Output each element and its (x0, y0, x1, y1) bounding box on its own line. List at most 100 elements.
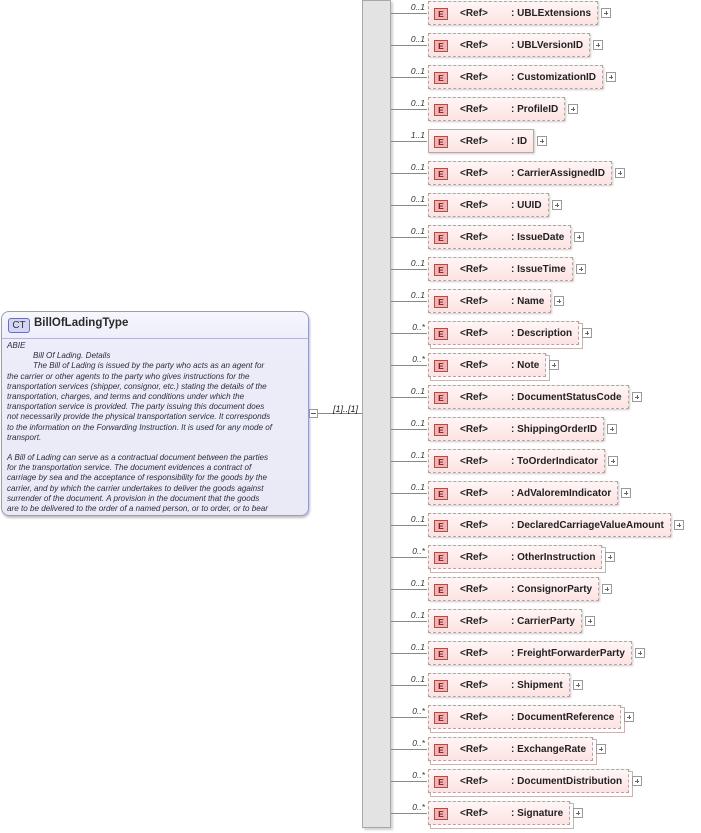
element-row: 0..*E<Ref>: Note (0, 353, 701, 377)
expand-toggle[interactable] (575, 264, 586, 274)
expand-toggle[interactable] (568, 104, 579, 114)
ref-label: <Ref> (460, 8, 488, 19)
element-name: : UUID (511, 200, 542, 211)
element-box[interactable]: E<Ref>: Description (428, 321, 580, 345)
expand-toggle[interactable] (605, 552, 616, 562)
ref-label: <Ref> (460, 552, 488, 563)
element-name: : IssueDate (511, 232, 565, 243)
element-occurrence: 0..1 (410, 386, 425, 396)
expand-toggle[interactable] (602, 584, 613, 594)
expand-toggle[interactable] (624, 712, 635, 722)
element-occurrence: 0..1 (410, 258, 425, 268)
element-box[interactable]: E<Ref>: OtherInstruction (428, 545, 603, 569)
branch-line (391, 141, 427, 142)
description-line: the carrier or other agents to the party… (7, 371, 250, 381)
element-box[interactable]: E<Ref>: ID (428, 129, 535, 153)
ref-label: <Ref> (460, 296, 488, 307)
expand-toggle[interactable] (621, 488, 632, 498)
description-line: carriage by sea and the acceptance of re… (7, 473, 268, 483)
collapse-toggle[interactable] (309, 409, 318, 418)
element-box[interactable]: E<Ref>: DocumentReference (428, 705, 622, 729)
element-box[interactable]: E<Ref>: UBLVersionID (428, 33, 591, 57)
element-box[interactable]: E<Ref>: DocumentStatusCode (428, 385, 629, 409)
ref-label: <Ref> (460, 680, 488, 691)
element-badge: E (434, 264, 448, 276)
expand-toggle[interactable] (673, 520, 684, 530)
expand-toggle[interactable] (614, 168, 625, 178)
expand-toggle[interactable] (573, 808, 584, 818)
element-box[interactable]: E<Ref>: DeclaredCarriageValueAmount (428, 513, 671, 537)
element-box[interactable]: E<Ref>: CarrierAssignedID (428, 161, 612, 185)
element-box[interactable]: E<Ref>: AdValoremIndicator (428, 481, 619, 505)
connector-line (309, 413, 362, 414)
branch-line (391, 813, 427, 814)
description-line: transport. (7, 432, 42, 442)
element-name: : ExchangeRate (511, 744, 587, 755)
element-occurrence: 0..* (412, 706, 425, 716)
element-box[interactable]: E<Ref>: ProfileID (428, 97, 566, 121)
expand-toggle[interactable] (582, 328, 593, 338)
expand-toggle[interactable] (631, 392, 642, 402)
expand-toggle[interactable] (634, 648, 645, 658)
expand-toggle[interactable] (549, 360, 560, 370)
expand-toggle[interactable] (601, 8, 612, 18)
element-box[interactable]: E<Ref>: ToOrderIndicator (428, 449, 606, 473)
branch-line (391, 397, 427, 398)
element-occurrence: 0..1 (410, 194, 425, 204)
element-occurrence: 0..1 (410, 418, 425, 428)
element-box[interactable]: E<Ref>: Name (428, 289, 552, 313)
element-box[interactable]: E<Ref>: DocumentDistribution (428, 769, 630, 793)
element-name: : Name (511, 296, 545, 307)
element-name: : DocumentReference (511, 712, 615, 723)
branch-line (391, 493, 427, 494)
expand-toggle[interactable] (607, 424, 618, 434)
expand-toggle[interactable] (572, 680, 583, 690)
ref-label: <Ref> (460, 488, 488, 499)
element-occurrence: 0..1 (410, 2, 425, 12)
expand-toggle[interactable] (632, 776, 643, 786)
complex-type-name: BillOfLadingType (34, 317, 129, 329)
element-row: 0..*E<Ref>: Signature (0, 801, 701, 825)
expand-toggle[interactable] (574, 232, 585, 242)
expand-toggle[interactable] (537, 136, 548, 146)
element-badge: E (434, 392, 448, 404)
element-badge: E (434, 776, 448, 788)
element-box[interactable]: E<Ref>: ExchangeRate (428, 737, 594, 761)
expand-toggle[interactable] (551, 200, 562, 210)
element-box[interactable]: E<Ref>: IssueDate (428, 225, 572, 249)
ref-label: <Ref> (460, 616, 488, 627)
ref-label: <Ref> (460, 200, 488, 211)
branch-line (391, 109, 427, 110)
element-box[interactable]: E<Ref>: CustomizationID (428, 65, 603, 89)
element-box[interactable]: E<Ref>: Note (428, 353, 547, 377)
element-box[interactable]: E<Ref>: FreightForwarderParty (428, 641, 632, 665)
expand-toggle[interactable] (606, 72, 616, 82)
element-occurrence: 0..1 (410, 578, 425, 588)
expand-toggle[interactable] (608, 456, 619, 466)
element-box[interactable]: E<Ref>: ShippingOrderID (428, 417, 605, 441)
title-divider (2, 338, 308, 339)
expand-toggle[interactable] (596, 744, 607, 754)
element-box[interactable]: E<Ref>: UBLExtensions (428, 1, 599, 25)
element-box[interactable]: E<Ref>: UUID (428, 193, 549, 217)
expand-toggle[interactable] (584, 616, 595, 626)
branch-line (391, 205, 427, 206)
expand-toggle[interactable] (593, 40, 604, 50)
ref-label: <Ref> (460, 72, 488, 83)
ref-label: <Ref> (460, 424, 488, 435)
element-box[interactable]: E<Ref>: CarrierParty (428, 609, 582, 633)
element-row: 0..*E<Ref>: DocumentReference (0, 705, 701, 729)
element-box[interactable]: E<Ref>: Signature (428, 801, 571, 825)
expand-toggle[interactable] (554, 296, 565, 306)
element-box[interactable]: E<Ref>: Shipment (428, 673, 570, 697)
ref-label: <Ref> (460, 40, 488, 51)
element-name: : OtherInstruction (511, 552, 596, 563)
element-box[interactable]: E<Ref>: IssueTime (428, 257, 573, 281)
ref-label: <Ref> (460, 104, 488, 115)
description-line: transportation service is provided. The … (7, 402, 265, 412)
element-box[interactable]: E<Ref>: ConsignorParty (428, 577, 600, 601)
element-name: : AdValoremIndicator (511, 488, 612, 499)
